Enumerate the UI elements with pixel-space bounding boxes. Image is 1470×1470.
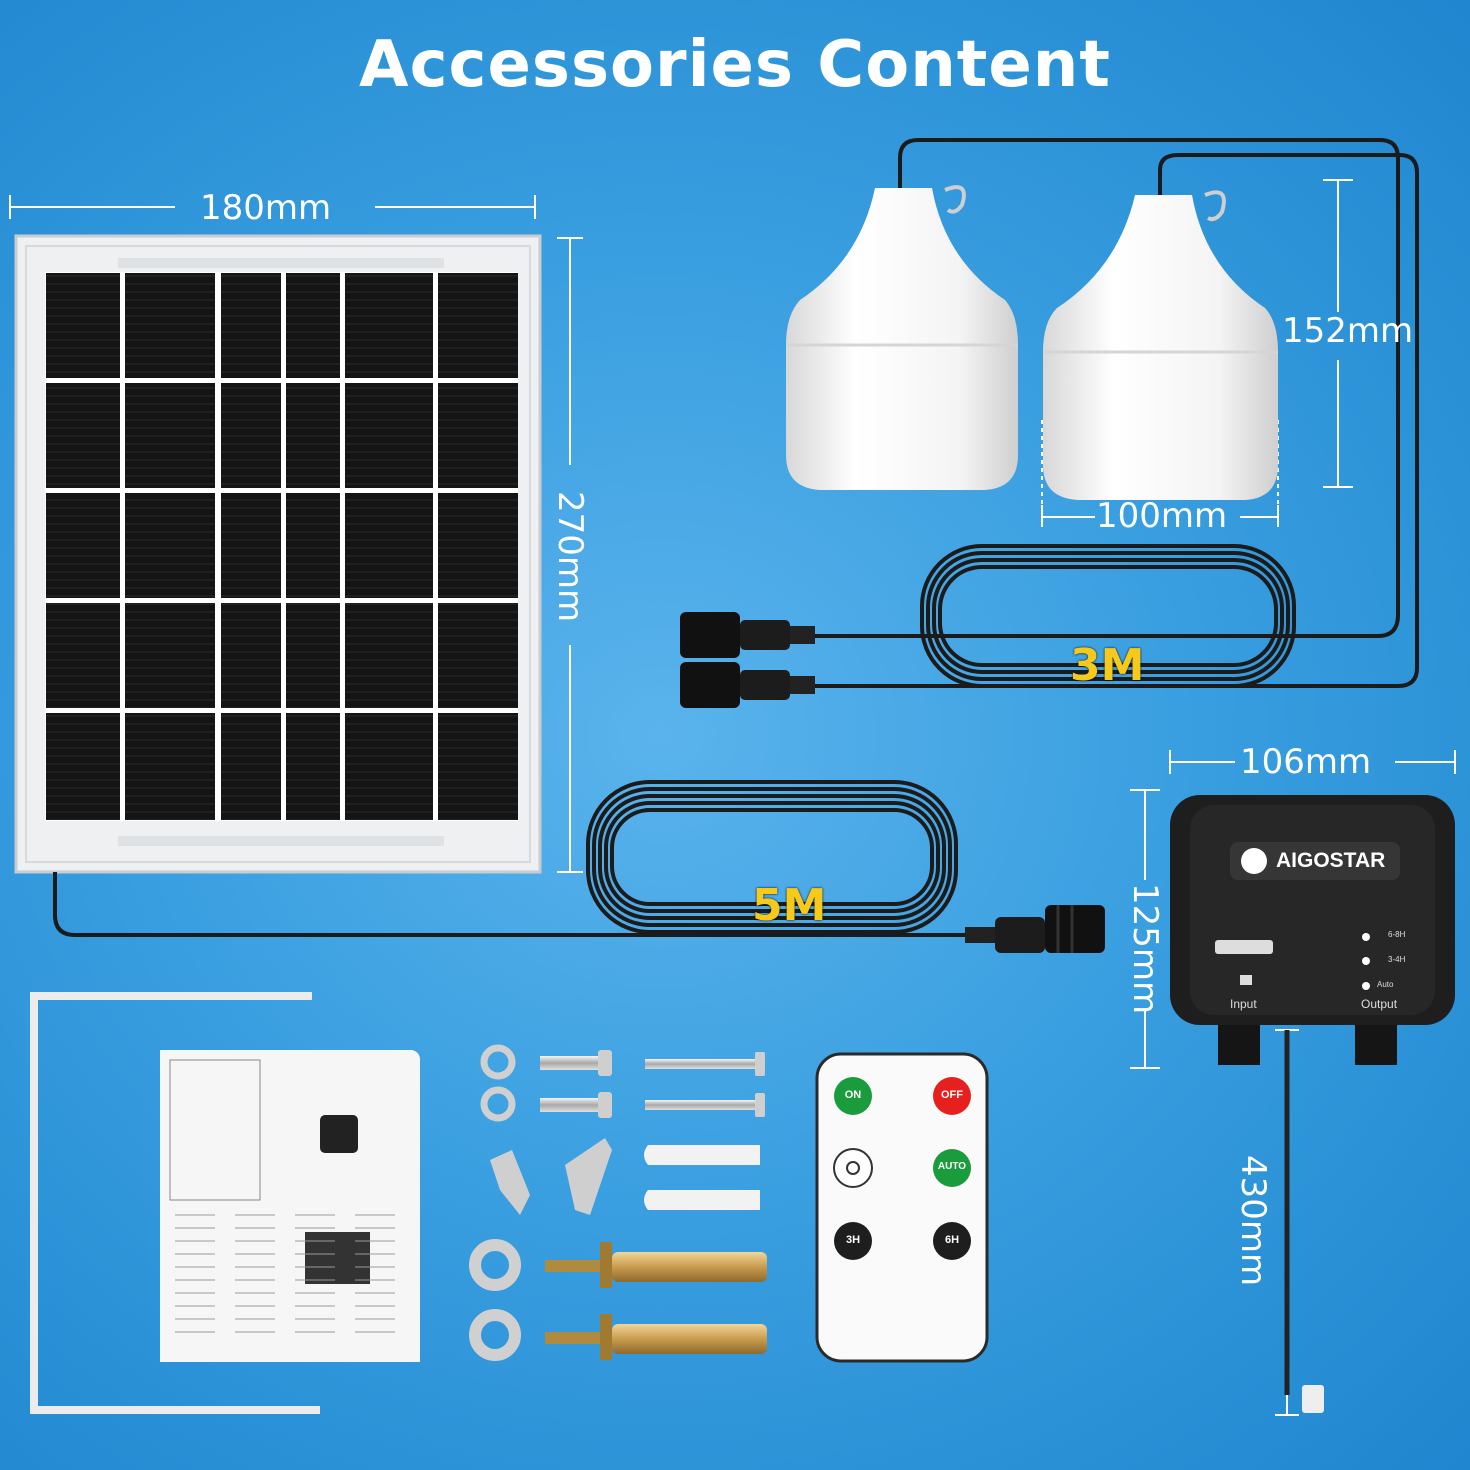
solar-cell [438,603,518,708]
solar-cell [221,273,281,378]
light-bulb-icon [786,185,1018,490]
solar-cell [286,273,340,378]
bracket-icon [30,992,320,1414]
manual-icon [160,1050,420,1362]
remote-auto-button: AUTO [937,1161,967,1172]
controller-mode-2: 3-4H [1388,955,1406,964]
solar-cell [345,273,433,378]
solar-cell [125,383,215,488]
solar-cell [221,383,281,488]
screw-icon [540,1050,765,1118]
solar-cell [438,273,518,378]
controller-mode-3: Auto [1377,980,1394,989]
remote-off-button: OFF [941,1089,963,1101]
wing-nut-icon [490,1138,612,1215]
solar-cell [46,273,120,378]
solar-cell [286,383,340,488]
solar-cell [125,493,215,598]
solar-cell [46,603,120,708]
solar-cell [125,603,215,708]
controller-icon [1170,795,1455,1413]
solar-cell [438,713,518,820]
solar-cell [286,713,340,820]
solar-cell [46,383,120,488]
solar-cell [345,713,433,820]
solar-cell [125,713,215,820]
remote-on-button: ON [844,1089,862,1101]
solar-cell [286,603,340,708]
remote-3h-button: 3H [845,1234,861,1246]
controller-brand: AIGOSTAR [1276,849,1386,872]
controller-input-label: Input [1230,997,1257,1011]
controller-width-label: 106mm [1240,742,1372,782]
solar-cell [345,603,433,708]
hardware-kit [469,1044,767,1361]
anchor-bolt-icon [545,1242,767,1360]
solar-cell [125,273,215,378]
light-bulb-icon [1043,190,1278,500]
bulb-cable-length: 3M [1070,640,1145,691]
solar-cell [345,493,433,598]
page-title: Accessories Content [359,28,1111,102]
pull-cord-length-label: 430mm [1233,1155,1273,1287]
solar-cell [221,603,281,708]
panel-height-label: 270mm [550,491,590,623]
controller-height-label: 125mm [1125,883,1165,1015]
panel-cable-length: 5M [752,880,827,931]
panel-width-label: 180mm [200,188,332,228]
remote-icon [815,1052,989,1363]
controller-output-label: Output [1361,997,1398,1011]
bulb-cable [810,138,1419,688]
remote-6h-button: 6H [944,1234,960,1246]
solar-cell [46,493,120,598]
panel-cable [53,780,970,937]
solar-panel-icon [14,234,542,874]
wall-plug-icon [644,1145,760,1210]
solar-cell [345,383,433,488]
bulb-width-label: 100mm [1096,496,1228,536]
solar-cell [286,493,340,598]
solar-cell [438,493,518,598]
dc-connector-icon [965,905,1105,953]
solar-cell [221,493,281,598]
solar-cell [46,713,120,820]
controller-mode-1: 6-8H [1388,930,1406,939]
solar-cell [438,383,518,488]
solar-cell [221,713,281,820]
dc-connector-icon [680,612,815,708]
bulb-height-label: 152mm [1282,311,1414,351]
